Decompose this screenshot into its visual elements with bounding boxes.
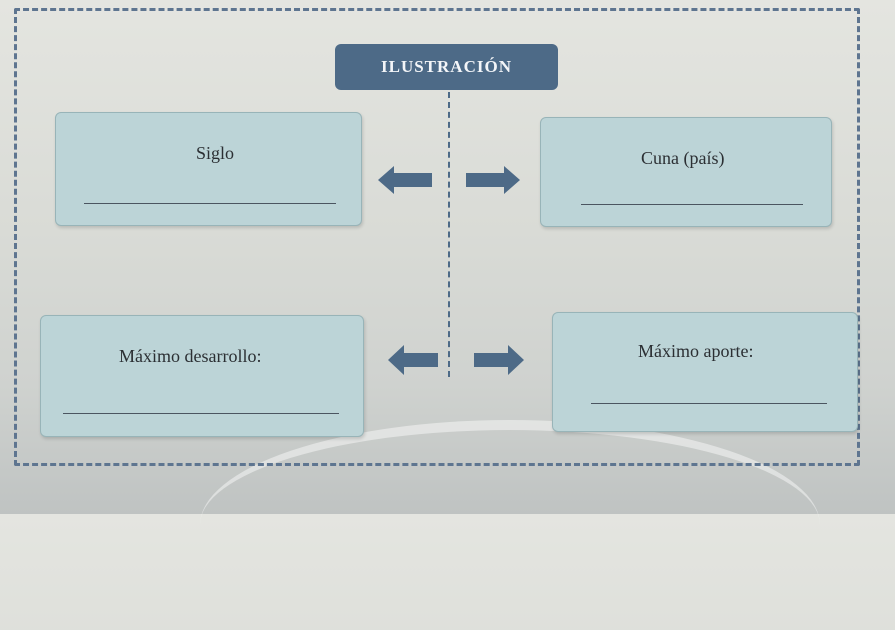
arrow-right-icon: [466, 166, 520, 194]
box-maximo-desarrollo-label: Máximo desarrollo:: [119, 346, 262, 366]
answer-line[interactable]: [63, 413, 339, 414]
title-text: ILUSTRACIÓN: [381, 57, 512, 76]
box-maximo-aporte-label: Máximo aporte:: [638, 341, 754, 361]
arrow-right-icon: [474, 345, 524, 375]
title-header: ILUSTRACIÓN: [335, 44, 558, 90]
box-maximo-desarrollo: Máximo desarrollo:: [40, 315, 364, 437]
box-cuna-label: Cuna (país): [641, 148, 725, 168]
box-siglo: Siglo: [55, 112, 362, 226]
background-paper-fold: [200, 420, 820, 630]
dashed-frame: [14, 8, 860, 466]
answer-line[interactable]: [84, 203, 336, 204]
answer-line[interactable]: [591, 403, 827, 404]
arrow-left-icon: [378, 166, 432, 194]
arrow-left-icon: [388, 345, 438, 375]
box-cuna: Cuna (país): [540, 117, 832, 227]
answer-line[interactable]: [581, 204, 803, 205]
center-dashed-line: [448, 92, 450, 377]
box-maximo-aporte: Máximo aporte:: [552, 312, 858, 432]
box-siglo-label: Siglo: [196, 143, 235, 163]
